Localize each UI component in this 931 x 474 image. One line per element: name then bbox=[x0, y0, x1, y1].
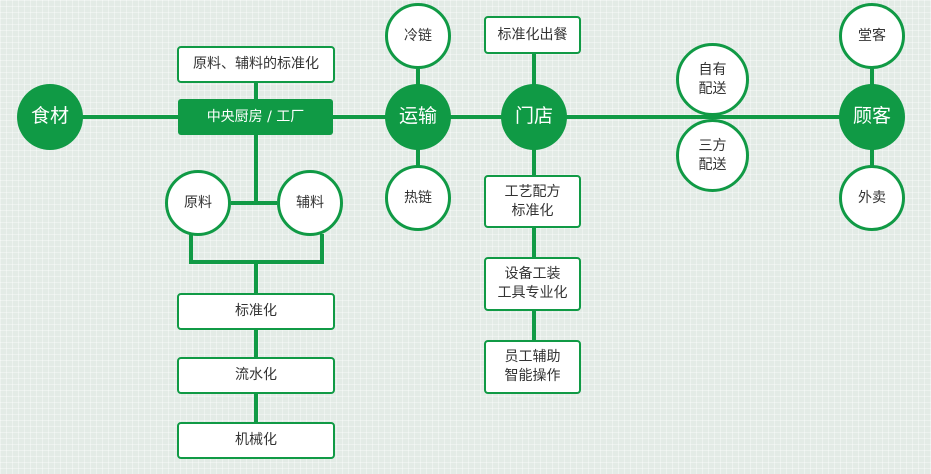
node-third-party-delivery: 三方 配送 bbox=[676, 119, 749, 192]
node-takeout: 外卖 bbox=[839, 165, 905, 231]
node-hot-chain: 热链 bbox=[385, 165, 451, 231]
node-store: 门店 bbox=[501, 84, 567, 150]
node-cold-chain: 冷链 bbox=[385, 3, 451, 69]
box-standardization: 标准化 bbox=[177, 293, 335, 330]
box-central-kitchen: 中央厨房 / 工厂 bbox=[178, 99, 333, 135]
node-auxiliary-material: 辅料 bbox=[277, 170, 343, 236]
node-customer: 顾客 bbox=[839, 84, 905, 150]
node-own-delivery: 自有 配送 bbox=[676, 43, 749, 116]
box-assembly-line: 流水化 bbox=[177, 357, 335, 394]
box-recipe-standard: 工艺配方 标准化 bbox=[484, 175, 581, 228]
box-standard-serving: 标准化出餐 bbox=[484, 16, 581, 54]
node-raw-material: 原料 bbox=[165, 170, 231, 236]
box-standardize-materials: 原料、辅料的标准化 bbox=[177, 46, 335, 83]
node-dine-in: 堂客 bbox=[839, 3, 905, 69]
node-transport: 运输 bbox=[385, 84, 451, 150]
box-mechanization: 机械化 bbox=[177, 422, 335, 459]
box-staff-assist: 员工辅助 智能操作 bbox=[484, 340, 581, 394]
box-equipment-tools: 设备工装 工具专业化 bbox=[484, 257, 581, 311]
node-ingredients: 食材 bbox=[17, 84, 83, 150]
